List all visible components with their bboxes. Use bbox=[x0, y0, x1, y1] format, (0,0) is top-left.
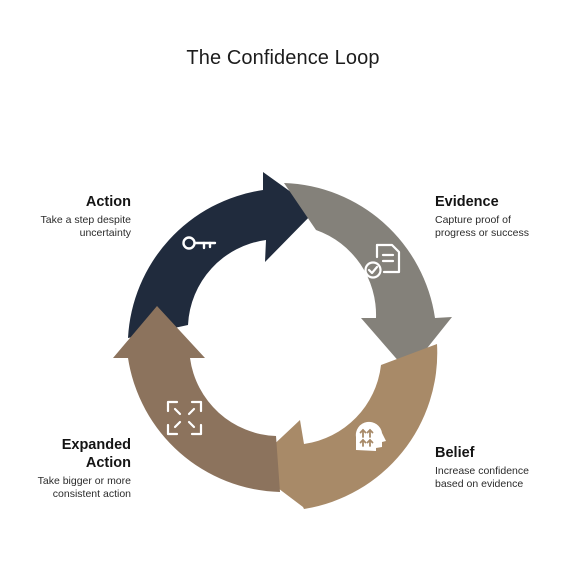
step-belief-title: Belief bbox=[435, 445, 475, 461]
step-belief-description: Increase confidence based on evidence bbox=[435, 465, 566, 490]
step-belief-description-line2: based on evidence bbox=[435, 477, 524, 490]
step-expanded-action-description-line1: Take bigger or more bbox=[37, 475, 131, 487]
step-action-label: Action Take a step despite uncertainty bbox=[0, 193, 131, 239]
step-action-description-line2: uncertainty bbox=[79, 226, 131, 239]
step-belief-description-line1: Increase confidence bbox=[435, 465, 529, 477]
key-icon bbox=[182, 236, 217, 250]
document-check-icon bbox=[364, 243, 401, 279]
step-evidence-description-line2: progress or success bbox=[435, 226, 529, 239]
action-arrow bbox=[128, 172, 316, 338]
step-evidence-label: Evidence Capture proof of progress or su… bbox=[435, 193, 566, 239]
step-expanded-action-title-line2: Action bbox=[85, 455, 131, 471]
expanded-action-arrow bbox=[113, 306, 280, 492]
step-belief-label: Belief Increase confidence based on evid… bbox=[435, 444, 566, 490]
step-action-description: Take a step despite uncertainty bbox=[0, 214, 131, 239]
step-expanded-action-title-line1: Expanded bbox=[61, 437, 131, 453]
head-growth-icon bbox=[355, 421, 386, 451]
step-action-description-line1: Take a step despite bbox=[40, 214, 131, 226]
step-expanded-action-description: Take bigger or more consistent action bbox=[0, 475, 131, 500]
step-evidence-description: Capture proof of progress or success bbox=[435, 214, 566, 239]
step-expanded-action-description-line2: consistent action bbox=[52, 487, 131, 500]
step-action-title: Action bbox=[85, 194, 131, 210]
step-evidence-title: Evidence bbox=[435, 194, 499, 210]
step-evidence-description-line1: Capture proof of bbox=[435, 214, 511, 226]
expand-icon bbox=[166, 400, 203, 436]
diagram-title: The Confidence Loop bbox=[186, 47, 380, 69]
evidence-arrow bbox=[284, 183, 452, 372]
step-expanded-action-title: Expanded Action bbox=[0, 436, 131, 472]
belief-arrow bbox=[250, 344, 438, 509]
step-expanded-action-label: Expanded Action Take bigger or more cons… bbox=[0, 436, 131, 500]
